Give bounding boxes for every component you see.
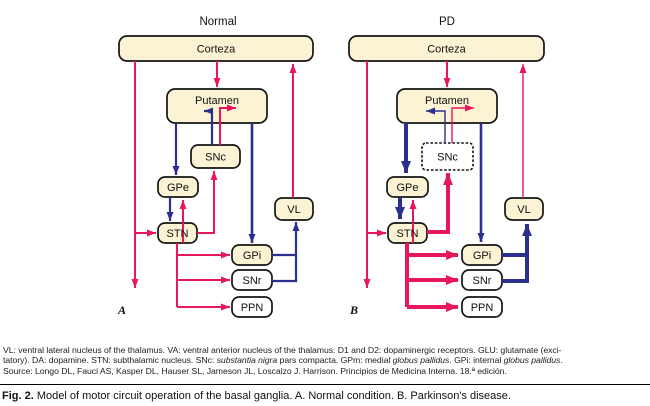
box-putamen xyxy=(166,88,268,124)
box-snc xyxy=(190,144,241,169)
abbreviation-legend: VL: ventral lateral nucleus of the thala… xyxy=(3,345,648,376)
box-stn-label: STN xyxy=(167,228,189,240)
box-ppn xyxy=(231,296,273,318)
panel-label-b: B xyxy=(349,303,358,317)
box-ppn-pd xyxy=(461,296,503,318)
box-gpe-pd-label: GPe xyxy=(396,182,418,194)
arrow-snc-to-putamen-d1-pd xyxy=(451,104,474,143)
box-vl-pd-label: VL xyxy=(517,204,530,216)
box-gpe-label: GPe xyxy=(167,182,189,194)
arrow-gpi-snr-to-vl xyxy=(272,222,300,283)
box-putamen-pd xyxy=(396,88,498,124)
box-snr-label: SNr xyxy=(243,275,262,287)
box-gpe xyxy=(157,176,199,198)
box-snr-pd-label: SNr xyxy=(473,275,492,287)
arrow-snc-to-putamen-d1 xyxy=(219,104,236,145)
box-corteza-label: Corteza xyxy=(197,44,236,56)
legend-line-2: tatory). DA: dopamine. STN: subthalamic … xyxy=(3,355,563,366)
basal-ganglia-diagram: Normal Corteza Putamen SNc GPe STN xyxy=(117,16,545,318)
figure-caption: Fig. 2. Model of motor circuit operation… xyxy=(2,390,648,402)
arrow-gpi-snr-to-vl-pd xyxy=(502,224,532,283)
box-snc-label: SNc xyxy=(205,152,226,164)
caption-divider-rule xyxy=(0,384,650,385)
figure-caption-text: Model of motor circuit operation of the … xyxy=(33,390,511,402)
box-corteza-pd-label: Corteza xyxy=(427,44,466,56)
panel-label-a: A xyxy=(117,303,126,317)
panel-pd: PD Corteza Putamen SNc GPe STN V xyxy=(348,16,545,318)
legend-line-1: VL: ventral lateral nucleus of the thala… xyxy=(3,345,562,355)
panel-normal: Normal Corteza Putamen SNc GPe STN xyxy=(117,16,314,318)
arrow-stn-to-snc xyxy=(197,171,218,234)
arrow-stn-to-snc-pd xyxy=(427,173,453,234)
figure-caption-number: Fig. 2. xyxy=(2,390,34,402)
arrow-snc-to-putamen-d2 xyxy=(204,107,214,145)
box-vl-label: VL xyxy=(287,204,300,216)
panel-title-pd: PD xyxy=(439,16,455,28)
box-snc-pd-label: SNc xyxy=(437,152,458,164)
box-stn-pd-label: STN xyxy=(397,228,419,240)
box-gpi-label: GPi xyxy=(243,250,261,262)
box-gpi-pd-label: GPi xyxy=(473,250,491,262)
box-putamen-pd-label: Putamen xyxy=(425,95,469,107)
box-snc-degenerated-pd xyxy=(421,142,474,171)
box-vl-pd xyxy=(504,197,544,221)
box-putamen-label: Putamen xyxy=(195,95,239,107)
box-gpe-pd xyxy=(386,176,429,198)
legend-source-line: Source: Longo DL, Fauci AS, Kasper DL, H… xyxy=(3,365,507,376)
arrow-snc-to-putamen-d2-pd xyxy=(426,107,446,143)
box-ppn-pd-label: PPN xyxy=(471,302,494,314)
box-ppn-label: PPN xyxy=(241,302,264,314)
panel-title-normal: Normal xyxy=(199,16,236,28)
